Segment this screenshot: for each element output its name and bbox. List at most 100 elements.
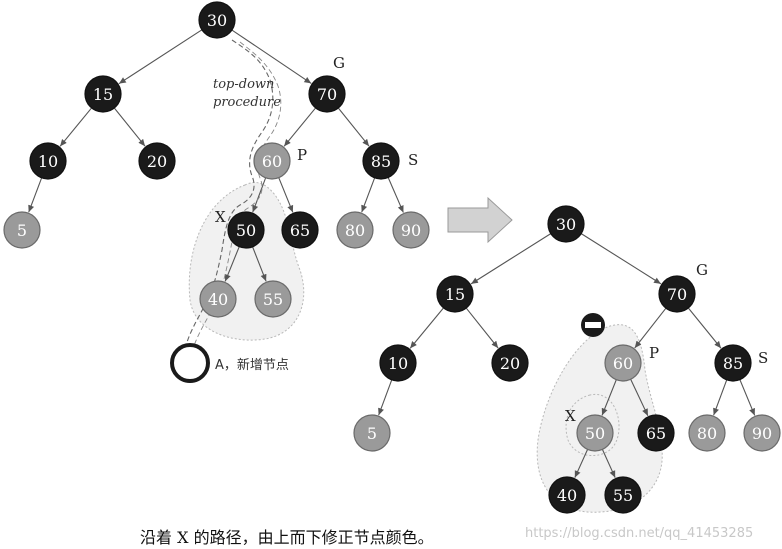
- left-node-35: 35: [170, 343, 210, 383]
- right-node-60: 60: [604, 344, 642, 382]
- left-node-40: 40: [199, 280, 237, 318]
- left-letter-p: P: [297, 146, 307, 164]
- left-node-label-80: 80: [345, 221, 365, 240]
- left-tree-nodes: 30 15 70 10 20 5 60 85 50 65 80 90 40 55 35: [3, 1, 430, 383]
- right-edge-50-55: [601, 449, 616, 478]
- left-node-label-65: 65: [290, 221, 310, 240]
- right-letter-s: S: [758, 349, 768, 367]
- right-node-label-90: 90: [752, 424, 772, 443]
- left-node-label-60: 60: [262, 152, 282, 171]
- right-letter-p: P: [649, 344, 659, 362]
- left-subtree-highlight: [188, 182, 305, 341]
- right-tree-nodes: 30 15 70 10 20 5 60 85 50 65 80 90 40 55: [353, 205, 781, 514]
- left-node-90: 90: [392, 211, 430, 249]
- right-edge-10-5: [378, 379, 393, 416]
- figure-caption: 沿着 X 的路径，由上而下修正节点颜色。: [140, 528, 434, 547]
- right-node-label-20: 20: [500, 354, 520, 373]
- right-node-90: 90: [743, 414, 781, 452]
- left-node-label-55: 55: [263, 290, 283, 309]
- right-node-40: 40: [548, 476, 586, 514]
- watermark: https://blog.csdn.net/qq_41453285: [525, 526, 754, 541]
- left-edge-60-65: [278, 177, 294, 213]
- flip-color-icon: [581, 313, 605, 337]
- left-node-label-15: 15: [93, 85, 113, 104]
- left-node-label-30: 30: [207, 11, 227, 30]
- left-node-label-35: 35: [180, 354, 200, 373]
- left-node-30: 30: [198, 1, 236, 39]
- left-edge-70-85: [337, 107, 370, 147]
- right-edge-15-10: [409, 307, 444, 349]
- left-node-label-10: 10: [38, 152, 58, 171]
- left-edge-50-55: [252, 246, 267, 282]
- right-edge-85-90: [739, 379, 756, 416]
- right-node-label-70: 70: [667, 285, 687, 304]
- left-letter-s: S: [408, 151, 418, 169]
- right-node-80: 80: [688, 414, 726, 452]
- right-node-label-85: 85: [723, 354, 743, 373]
- left-node-5: 5: [3, 211, 41, 249]
- left-edge-50-40: [224, 246, 240, 282]
- left-tree-edges: [28, 29, 404, 282]
- left-edge-85-90: [387, 177, 404, 213]
- right-node-15: 15: [436, 275, 474, 313]
- right-node-label-55: 55: [613, 486, 633, 505]
- right-edge-60-50: [601, 379, 617, 416]
- new-node-label: A，新增节点: [215, 357, 289, 373]
- right-node-label-80: 80: [697, 424, 717, 443]
- left-edge-85-80: [361, 177, 376, 213]
- left-node-label-85: 85: [371, 152, 391, 171]
- left-node-label-90: 90: [401, 221, 421, 240]
- right-edge-70-85: [687, 307, 722, 349]
- left-node-label-5: 5: [17, 221, 27, 240]
- right-node-5: 5: [353, 414, 391, 452]
- left-edge-15-20: [113, 107, 146, 147]
- left-node-80: 80: [336, 211, 374, 249]
- right-node-label-65: 65: [646, 424, 666, 443]
- left-node-60: 60: [253, 142, 291, 180]
- top-down-path: [184, 39, 274, 351]
- left-node-label-70: 70: [317, 85, 337, 104]
- right-edge-60-65: [630, 379, 649, 417]
- right-node-label-50: 50: [585, 424, 605, 443]
- right-edge-50-40: [574, 449, 589, 478]
- left-edge-70-60: [283, 107, 317, 147]
- right-edge-30-70: [580, 233, 662, 285]
- right-edge-70-60: [634, 307, 667, 349]
- right-tree-edges: [378, 233, 756, 478]
- left-node-55: 55: [254, 280, 292, 318]
- right-letter-x: X: [565, 407, 576, 425]
- right-node-20: 20: [491, 344, 529, 382]
- right-node-label-60: 60: [613, 354, 633, 373]
- right-node-50: 50: [576, 414, 614, 452]
- left-edge-10-5: [28, 177, 43, 213]
- left-node-10: 10: [29, 142, 67, 180]
- right-node-label-40: 40: [557, 486, 577, 505]
- left-node-label-40: 40: [208, 290, 228, 309]
- left-edge-30-70: [231, 29, 312, 84]
- annotation-top-down: top-down: [213, 77, 274, 92]
- left-node-50: 50: [227, 211, 265, 249]
- right-node-label-15: 15: [445, 285, 465, 304]
- left-node-65: 65: [281, 211, 319, 249]
- left-node-label-20: 20: [147, 152, 167, 171]
- left-node-85: 85: [362, 142, 400, 180]
- right-node-55: 55: [604, 476, 642, 514]
- left-edge-15-10: [59, 107, 93, 147]
- left-edge-30-15: [118, 29, 203, 85]
- left-edge-60-50: [252, 177, 267, 213]
- right-letter-g: G: [696, 261, 708, 279]
- left-node-15: 15: [84, 75, 122, 113]
- right-edge-85-80: [713, 379, 728, 416]
- right-node-70: 70: [658, 275, 696, 313]
- left-node-20: 20: [138, 142, 176, 180]
- right-edge-15-20: [465, 307, 499, 349]
- right-node-label-5: 5: [367, 424, 377, 443]
- right-node-label-30: 30: [556, 215, 576, 234]
- left-node-70: 70: [308, 75, 346, 113]
- left-node-label-50: 50: [236, 221, 256, 240]
- right-node-label-10: 10: [388, 354, 408, 373]
- right-node-30: 30: [547, 205, 585, 243]
- right-node-10: 10: [379, 344, 417, 382]
- annotation-procedure: procedure: [213, 95, 281, 110]
- left-letter-x: X: [215, 208, 226, 226]
